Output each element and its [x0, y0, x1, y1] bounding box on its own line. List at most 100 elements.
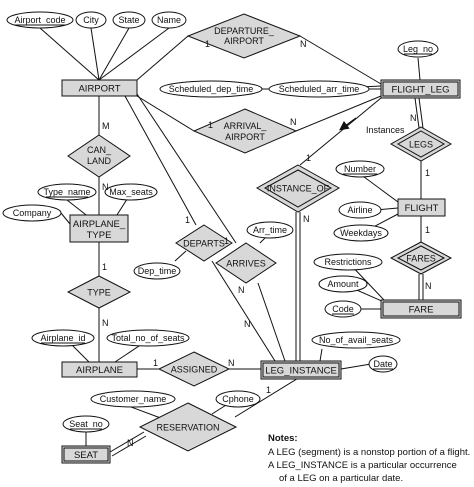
- attr-code: Code: [324, 300, 362, 318]
- rel-departs: DEPARTS: [175, 224, 233, 262]
- rel-arrives: ARRIVES: [215, 242, 277, 284]
- attr-weekdays-label: Weekdays: [340, 228, 382, 238]
- rel-reservation-label: RESERVATION: [156, 423, 219, 433]
- attr-restrictions: Restrictions: [313, 253, 383, 271]
- attr-max-seats: Max_seats: [104, 183, 158, 201]
- rel-assigned-label: ASSIGNED: [171, 365, 218, 375]
- attr-airport-code: Airport_code: [6, 11, 74, 29]
- entity-airport: AIRPORT: [61, 79, 138, 97]
- card-assigned-inst: N: [228, 358, 235, 368]
- rel-legs: LEGS: [389, 126, 453, 162]
- attr-leg-no: Leg_no: [397, 40, 439, 58]
- rel-departs-label: DEPARTS: [183, 239, 225, 249]
- attr-customer-name-label: Customer_name: [100, 394, 167, 404]
- attr-amount-label: Amount: [327, 279, 359, 289]
- card-fares-flight: 1: [425, 225, 430, 235]
- attr-seat-no-label: Seat_no: [69, 419, 103, 429]
- attr-airplane-id: Airplane_id: [31, 329, 95, 347]
- attr-scheduled-dep-time: Scheduled_dep_time: [159, 80, 263, 98]
- entity-seat: SEAT: [61, 445, 111, 464]
- rel-reservation: RESERVATION: [138, 402, 238, 452]
- card-canland-airport: M: [102, 121, 110, 131]
- entity-leg-instance: LEG_INSTANCE: [260, 360, 342, 380]
- attr-scheduled-arr-time-label: Scheduled_arr_time: [279, 84, 360, 94]
- attr-date: Date: [368, 355, 398, 373]
- notes-line-1: A LEG (segment) is a nonstop portion of …: [268, 447, 470, 458]
- card-legs-flight: 1: [425, 168, 430, 178]
- attr-date-label: Date: [373, 359, 392, 369]
- entity-fare-label: FARE: [409, 305, 434, 316]
- attr-number: Number: [335, 160, 385, 178]
- attr-customer-name: Customer_name: [90, 390, 176, 408]
- attr-company: Company: [2, 204, 62, 222]
- card-type-airplane: N: [102, 318, 109, 328]
- entity-flight: FLIGHT: [397, 198, 446, 217]
- attr-state-label: State: [118, 15, 139, 25]
- rel-departure-airport: DEPARTURE_ AIRPORT: [186, 13, 302, 59]
- entity-fare: FARE: [380, 299, 462, 319]
- attr-cphone: Cphone: [215, 390, 261, 408]
- card-dep-flightleg: N: [300, 39, 307, 49]
- entity-flight-label: FLIGHT: [405, 203, 439, 214]
- card-departs-airport: 1: [185, 215, 190, 225]
- attr-cphone-label: Cphone: [222, 394, 254, 404]
- attr-no-of-avail-seats: No_of_avail_seats: [311, 331, 401, 349]
- rel-legs-label: LEGS: [409, 140, 433, 150]
- attr-number-label: Number: [344, 164, 376, 174]
- attr-arr-time: Arr_time: [246, 221, 294, 239]
- attr-max-seats-label: Max_seats: [109, 187, 153, 197]
- rel-can-land-label-2: LAND: [87, 156, 112, 166]
- card-arrives-inst: N: [238, 285, 245, 295]
- card-departs-inst: N: [244, 319, 251, 329]
- card-assigned-airplane: 1: [153, 358, 158, 368]
- attr-city: City: [75, 11, 107, 29]
- attr-dep-time: Dep_time: [133, 262, 181, 280]
- card-dep-airport: 1: [205, 39, 210, 49]
- attr-dep-time-label: Dep_time: [138, 266, 177, 276]
- notes-title: Notes:: [268, 433, 298, 444]
- attr-total-no-of-seats: Total_no_of_seats: [106, 329, 190, 347]
- attr-city-label: City: [83, 15, 99, 25]
- entity-airplane-type: AIRPLANE_ TYPE: [69, 214, 129, 243]
- card-arrives-airport: 1: [224, 236, 229, 246]
- rel-can-land: CAN_ LAND: [67, 134, 131, 178]
- card-type-airplanetype: 1: [102, 262, 107, 272]
- entity-flight-leg: FLIGHT_LEG: [380, 79, 461, 99]
- attr-company-label: Company: [13, 208, 52, 218]
- rel-instance-of: INSTANCE_OF: [255, 164, 341, 213]
- attr-restrictions-label: Restrictions: [324, 257, 372, 267]
- card-arr-flightleg: N: [290, 117, 297, 127]
- annotation-instances: Instances: [366, 125, 405, 135]
- entity-airport-label: AIRPORT: [78, 84, 120, 95]
- attr-airline: Airline: [338, 201, 382, 219]
- card-reservation-seat: N: [127, 438, 134, 448]
- entity-leg-instance-label: LEG_INSTANCE: [265, 366, 337, 377]
- rel-assigned: ASSIGNED: [157, 351, 231, 387]
- attr-scheduled-arr-time: Scheduled_arr_time: [268, 80, 370, 98]
- attr-type-name: Type_name: [37, 183, 97, 201]
- entity-airplane: AIRPLANE: [61, 361, 138, 378]
- card-legs-leg: N: [410, 113, 417, 123]
- rel-departure-airport-label-2: AIRPORT: [224, 36, 264, 46]
- card-instanceof-inst: N: [303, 214, 310, 224]
- attr-arr-time-label: Arr_time: [253, 225, 287, 235]
- attr-no-of-avail-seats-label: No_of_avail_seats: [319, 335, 394, 345]
- entity-flight-leg-label: FLIGHT_LEG: [391, 85, 449, 96]
- attr-total-no-of-seats-label: Total_no_of_seats: [111, 333, 185, 343]
- attr-airport-code-label: Airport_code: [14, 15, 65, 25]
- rel-type: TYPE: [66, 275, 132, 309]
- rel-arrival-airport-label-2: AIRPORT: [225, 132, 265, 142]
- attr-amount: Amount: [318, 275, 368, 293]
- attributes: Airport_code City State Name Leg_no Sche…: [2, 11, 439, 433]
- rel-arrives-label: ARRIVES: [226, 259, 266, 269]
- notes-line-2: A LEG_INSTANCE is a particular occurrenc…: [268, 460, 457, 471]
- attr-code-label: Code: [332, 304, 354, 314]
- attr-airline-label: Airline: [347, 205, 372, 215]
- notes: Notes: A LEG (segment) is a nonstop port…: [268, 433, 470, 484]
- attr-weekdays: Weekdays: [333, 224, 389, 242]
- attr-scheduled-dep-time-label: Scheduled_dep_time: [169, 84, 254, 94]
- card-canland-type: N: [102, 182, 109, 192]
- attr-airplane-id-label: Airplane_id: [40, 333, 85, 343]
- entity-airplane-type-label-1: AIRPLANE_: [73, 219, 126, 230]
